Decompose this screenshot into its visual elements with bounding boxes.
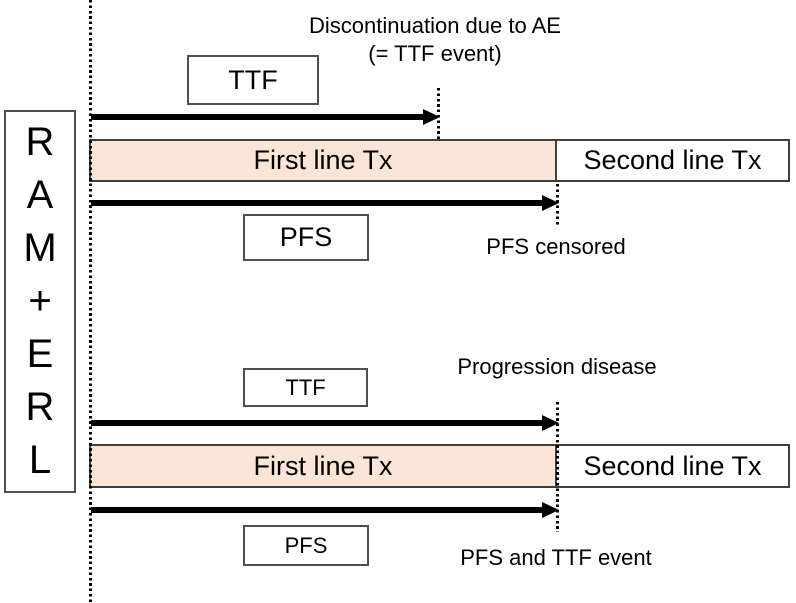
pfs-box-bottom: PFS <box>243 525 369 566</box>
ttf-box-top: TTF <box>187 55 319 105</box>
second-line-tx-bar-top: Second line Tx <box>555 139 790 182</box>
ttf-arrowhead-bottom <box>542 415 559 431</box>
pfs-arrow-top <box>91 200 542 206</box>
ttf-arrow-top <box>91 114 424 120</box>
treatment-arm-box: R A M + E R L <box>4 110 76 493</box>
treatment-arm-label: R A M + E R L <box>23 120 57 482</box>
ttf-arrow-bottom <box>91 420 542 426</box>
ttf-arrowhead-top <box>423 109 440 125</box>
ttf-event-dotted-line-top <box>437 88 440 139</box>
ttf-box-bottom: TTF <box>243 368 368 407</box>
treatment-start-dotted-line <box>89 0 92 603</box>
ttf-label-top: TTF <box>228 64 278 95</box>
first-line-tx-bar-bottom: First line Tx <box>89 444 557 488</box>
pfs-censoring-dotted-line-top <box>556 184 559 225</box>
pfs-and-ttf-event-label: PFS and TTF event <box>460 545 652 570</box>
progression-event-dotted-line-bottom <box>556 402 559 532</box>
second-line-tx-label-top: Second line Tx <box>583 145 762 175</box>
pfs-label-top: PFS <box>279 222 333 252</box>
pfs-censored-label: PFS censored <box>486 234 626 259</box>
discontinuation-annotation: Discontinuation due to AE (= TTF event) <box>309 13 561 66</box>
progression-annotation: Progression disease <box>457 354 657 379</box>
pfs-box-top: PFS <box>243 214 369 261</box>
second-line-tx-bar-bottom: Second line Tx <box>555 444 790 488</box>
pfs-arrowhead-top <box>542 195 559 211</box>
pfs-arrowhead-bottom <box>542 502 559 518</box>
first-line-tx-bar-top: First line Tx <box>89 139 557 182</box>
first-line-tx-label-bottom: First line Tx <box>253 450 393 481</box>
ttf-label-bottom: TTF <box>285 374 326 400</box>
pfs-arrow-bottom <box>91 507 542 513</box>
first-line-tx-label-top: First line Tx <box>253 145 393 175</box>
second-line-tx-label-bottom: Second line Tx <box>583 450 762 481</box>
pfs-label-bottom: PFS <box>284 532 328 558</box>
